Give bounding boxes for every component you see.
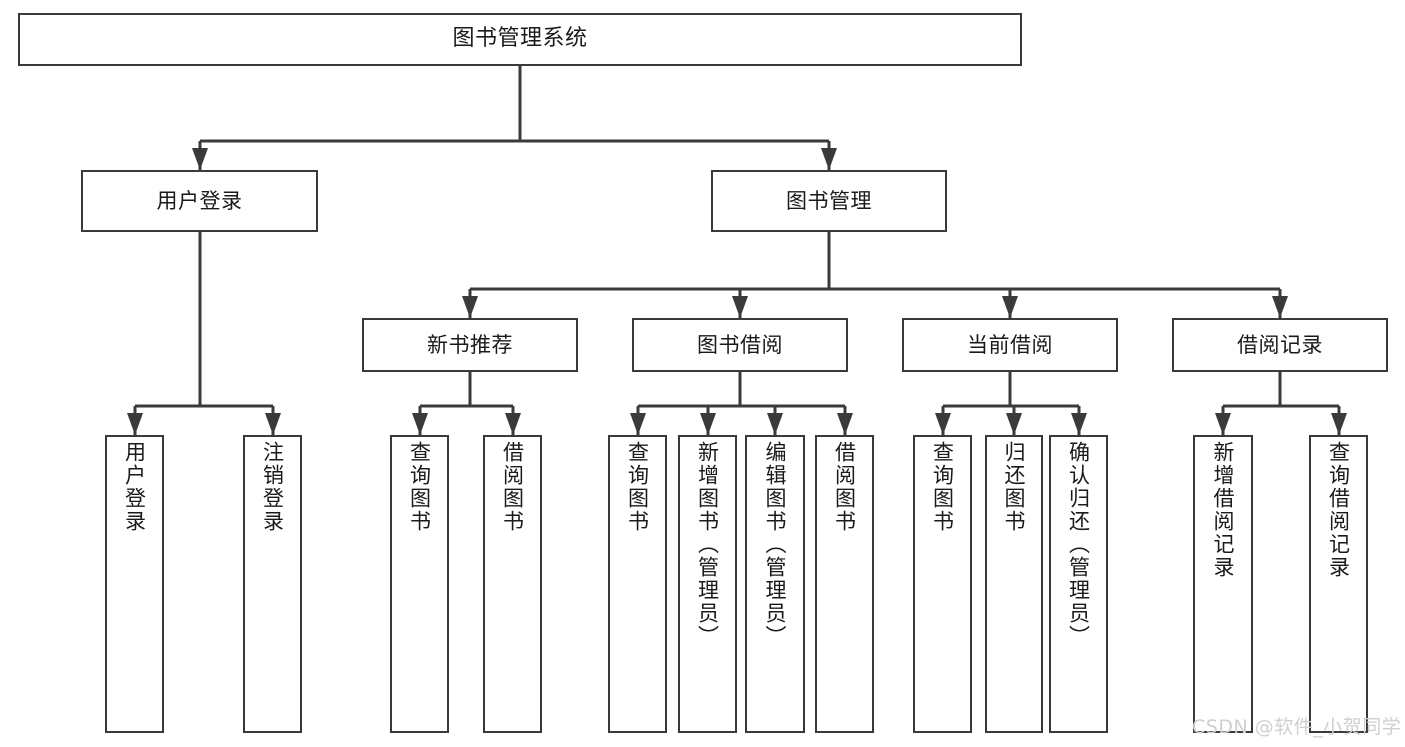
arrow-head-icon-borrow [732,296,748,318]
arrow-head-icon-leaf1 [127,413,143,435]
arrow-head-icon-leaf5 [630,413,646,435]
node-records[interactable]: 借阅记录 [1172,318,1388,372]
node-leaf2[interactable]: 注销登录 [243,435,302,733]
arrow-head-icon-newbook [462,296,478,318]
node-label-leaf2: 注销登录 [260,441,285,533]
arrow-head-icon-current [1002,296,1018,318]
node-label-borrow: 图书借阅 [697,332,783,357]
arrow-head-icon-leaf7 [767,413,783,435]
node-label-leaf4: 借阅图书 [500,441,525,533]
arrow-head-icon-bookmgmt [821,148,837,170]
arrow-head-icon-leaf6 [700,413,716,435]
node-label-leaf3: 查询图书 [407,441,432,533]
node-label-bookmgmt: 图书管理 [786,188,872,213]
node-current[interactable]: 当前借阅 [902,318,1118,372]
arrow-head-icon-leaf9 [935,413,951,435]
node-label-leaf6: 新增图书（管理员） [695,441,720,648]
node-label-leaf10: 归还图书 [1002,441,1027,533]
node-bookmgmt[interactable]: 图书管理 [711,170,947,232]
arrow-head-icon-records [1272,296,1288,318]
arrow-head-icon-leaf10 [1006,413,1022,435]
node-leaf1[interactable]: 用户登录 [105,435,164,733]
node-leaf13[interactable]: 查询借阅记录 [1309,435,1368,733]
node-leaf5[interactable]: 查询图书 [608,435,667,733]
arrow-head-icon-leaf2 [265,413,281,435]
node-leaf12[interactable]: 新增借阅记录 [1193,435,1253,733]
node-label-current: 当前借阅 [967,332,1053,357]
node-label-leaf11: 确认归还（管理员） [1066,441,1091,648]
node-label-leaf12: 新增借阅记录 [1211,441,1236,579]
node-label-newbook: 新书推荐 [427,332,513,357]
node-root[interactable]: 图书管理系统 [18,13,1022,66]
node-newbook[interactable]: 新书推荐 [362,318,578,372]
csdn-watermark: CSDN @软件_小贺同学 [1192,716,1402,738]
node-label-leaf1: 用户登录 [122,441,147,533]
arrow-head-icon-leaf11 [1071,413,1087,435]
node-label-leaf9: 查询图书 [930,441,955,533]
node-leaf9[interactable]: 查询图书 [913,435,972,733]
node-leaf11[interactable]: 确认归还（管理员） [1049,435,1108,733]
node-label-login: 用户登录 [156,188,243,213]
arrow-head-icon-leaf13 [1331,413,1347,435]
node-leaf8[interactable]: 借阅图书 [815,435,874,733]
node-leaf3[interactable]: 查询图书 [390,435,449,733]
arrow-head-icon-leaf4 [505,413,521,435]
node-login[interactable]: 用户登录 [81,170,318,232]
arrow-head-icon-leaf3 [412,413,428,435]
node-borrow[interactable]: 图书借阅 [632,318,848,372]
node-leaf10[interactable]: 归还图书 [985,435,1043,733]
node-leaf4[interactable]: 借阅图书 [483,435,542,733]
node-label-leaf7: 编辑图书（管理员） [763,441,788,648]
node-label-leaf8: 借阅图书 [832,441,857,533]
arrow-head-icon-leaf8 [837,413,853,435]
node-label-leaf13: 查询借阅记录 [1326,441,1351,579]
arrow-head-icon-login [192,148,208,170]
node-label-root: 图书管理系统 [452,26,588,52]
node-leaf7[interactable]: 编辑图书（管理员） [745,435,805,733]
arrow-head-icon-leaf12 [1215,413,1231,435]
node-label-records: 借阅记录 [1237,332,1323,357]
node-leaf6[interactable]: 新增图书（管理员） [678,435,737,733]
node-label-leaf5: 查询图书 [625,441,650,533]
